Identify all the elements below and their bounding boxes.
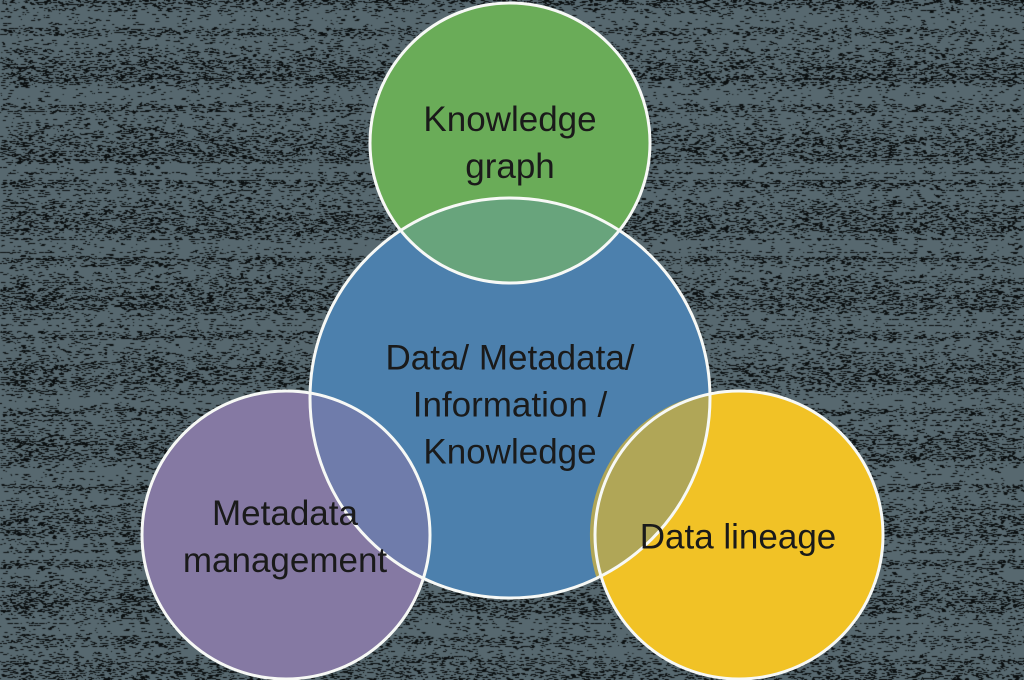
label-line: Information / — [412, 385, 608, 425]
label-line: graph — [465, 147, 555, 186]
label-central-data: Data/ Metadata/ Information / Knowledge — [385, 335, 634, 476]
overlap-yellow-blue — [589, 393, 711, 579]
label-line: Data lineage — [639, 517, 837, 557]
label-data-lineage: Data lineage — [640, 514, 837, 561]
label-line: Data/ Metadata/ — [385, 338, 635, 378]
label-knowledge-graph: Knowledge graph — [423, 96, 596, 190]
label-metadata-management: Metadata management — [183, 490, 387, 584]
rim-knowledge-graph — [368, 1, 652, 285]
rim-data-lineage — [593, 389, 885, 680]
label-line: Metadata — [212, 494, 358, 533]
rim-central-data — [308, 196, 712, 600]
label-line: management — [182, 541, 388, 580]
rim-metadata-management — [140, 389, 432, 680]
label-line: Knowledge — [423, 100, 597, 139]
overlap-green-blue — [400, 197, 620, 284]
overlap-purple-blue — [309, 393, 431, 579]
label-line: Knowledge — [423, 432, 597, 472]
